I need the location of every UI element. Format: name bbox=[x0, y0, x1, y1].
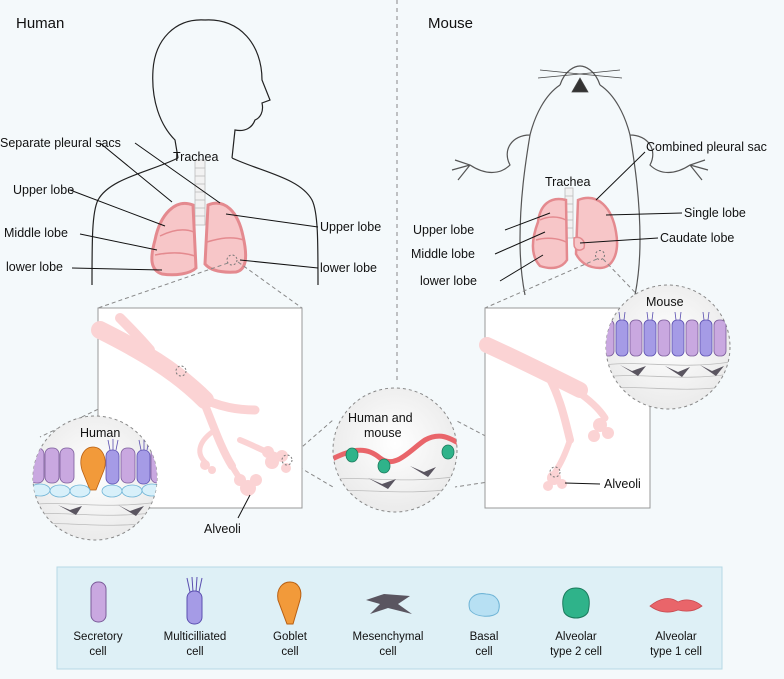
human-middle-lobe-label: Middle lobe bbox=[4, 226, 68, 240]
mouse-zoom-circle: Mouse bbox=[605, 284, 731, 410]
mouse-alveoli-label: Alveoli bbox=[604, 477, 641, 491]
mouse-airway-tree bbox=[479, 337, 609, 475]
mouse-lungs bbox=[531, 196, 619, 270]
legend-label-multiciliated-line1: Multicilliated bbox=[164, 631, 227, 643]
human-upper-lobe-right-label: Upper lobe bbox=[320, 220, 381, 234]
legend-label-mesenchymal-line1: Mesenchymal bbox=[353, 631, 424, 643]
mouse-middle-lobe-label: Middle lobe bbox=[411, 247, 475, 261]
mouse-trachea-label: Trachea bbox=[545, 175, 590, 189]
human-panel-title: Human bbox=[16, 15, 64, 32]
human-zoom-title: Human bbox=[80, 426, 120, 440]
legend-label-mesenchymal-line2: cell bbox=[379, 646, 396, 658]
legend-label-basal-line2: cell bbox=[475, 646, 492, 658]
single-lobe-label: Single lobe bbox=[684, 206, 746, 220]
legend-label-multiciliated-line2: cell bbox=[186, 646, 203, 658]
legend-panel bbox=[56, 566, 723, 670]
legend-item-alveolar-type-1: Alveolar type 1 cell bbox=[649, 598, 703, 658]
mouse-panel-title: Mouse bbox=[428, 15, 473, 32]
alveolar-type-1-cell-icon bbox=[649, 598, 703, 613]
legend-item-basal: Basal cell bbox=[468, 593, 500, 658]
human-trachea-label: Trachea bbox=[173, 150, 218, 164]
secretory-cell-icon bbox=[90, 581, 107, 623]
legend-label-goblet-line2: cell bbox=[281, 646, 298, 658]
human-upper-lobe-left-label: Upper lobe bbox=[13, 183, 74, 197]
legend-item-mesenchymal: Mesenchymal cell bbox=[353, 594, 424, 658]
shared-zoom-title-line1: Human and bbox=[348, 411, 413, 425]
legend-label-basal-line1: Basal bbox=[470, 631, 499, 643]
legend-label-alveolar-type1-line1: Alveolar bbox=[655, 631, 697, 643]
mouse-leader-lines bbox=[494, 151, 683, 282]
goblet-cell-icon bbox=[277, 581, 302, 625]
mesenchymal-cell-icon bbox=[366, 594, 412, 614]
combined-pleural-sac-label: Combined pleural sac bbox=[646, 140, 767, 154]
mouse-alveoli-clusters bbox=[543, 418, 614, 491]
mouse-whiskers bbox=[537, 69, 623, 93]
mouse-upper-lobe-label: Upper lobe bbox=[413, 223, 474, 237]
shared-zoom-title-line2: mouse bbox=[364, 426, 402, 440]
legend-label-secretory-line1: Secretory bbox=[73, 631, 122, 643]
mouse-lower-lobe-label: lower lobe bbox=[420, 274, 477, 288]
legend-label-secretory-line2: cell bbox=[89, 646, 106, 658]
multiciliated-cell-icon bbox=[186, 576, 203, 625]
human-airway-tree bbox=[91, 313, 278, 493]
legend-item-multiciliated: Multicilliated cell bbox=[164, 576, 227, 658]
human-trachea bbox=[194, 159, 206, 226]
legend-label-goblet-line1: Goblet bbox=[273, 631, 308, 643]
legend-label-alveolar-type1-line2: type 1 cell bbox=[650, 646, 702, 658]
legend-label-alveolar-type2-line2: type 2 cell bbox=[550, 646, 602, 658]
separate-pleural-sacs-label: Separate pleural sacs bbox=[0, 136, 121, 150]
legend-label-alveolar-type2-line1: Alveolar bbox=[555, 631, 597, 643]
mouse-left-lung bbox=[574, 196, 619, 270]
human-silhouette bbox=[91, 19, 319, 286]
human-alveoli-label: Alveoli bbox=[204, 522, 241, 536]
mouse-silhouette bbox=[451, 65, 709, 296]
human-right-lung bbox=[150, 202, 198, 277]
human-leader-lines bbox=[69, 142, 319, 271]
caudate-lobe-label: Caudate lobe bbox=[660, 231, 734, 245]
shared-zoom-circle: Human and mouse bbox=[332, 387, 458, 513]
human-lower-lobe-right-label: lower lobe bbox=[320, 261, 377, 275]
human-lungs bbox=[150, 201, 248, 277]
basal-cell-icon bbox=[468, 593, 500, 617]
legend-item-secretory: Secretory cell bbox=[73, 581, 123, 658]
legend-item-alveolar-type-2: Alveolar type 2 cell bbox=[550, 587, 602, 658]
legend-item-goblet: Goblet cell bbox=[273, 581, 308, 658]
mouse-zoom-title: Mouse bbox=[646, 295, 684, 309]
mouse-caudate-lobe bbox=[573, 236, 586, 251]
human-lower-lobe-left-label: lower lobe bbox=[6, 260, 63, 274]
legend: Secretory cell Multicilliated cell Goble… bbox=[56, 566, 723, 670]
alveolar-type-2-cell-icon bbox=[562, 587, 590, 619]
mouse-epithelium bbox=[606, 311, 727, 357]
human-alveoli-clusters bbox=[200, 446, 291, 496]
